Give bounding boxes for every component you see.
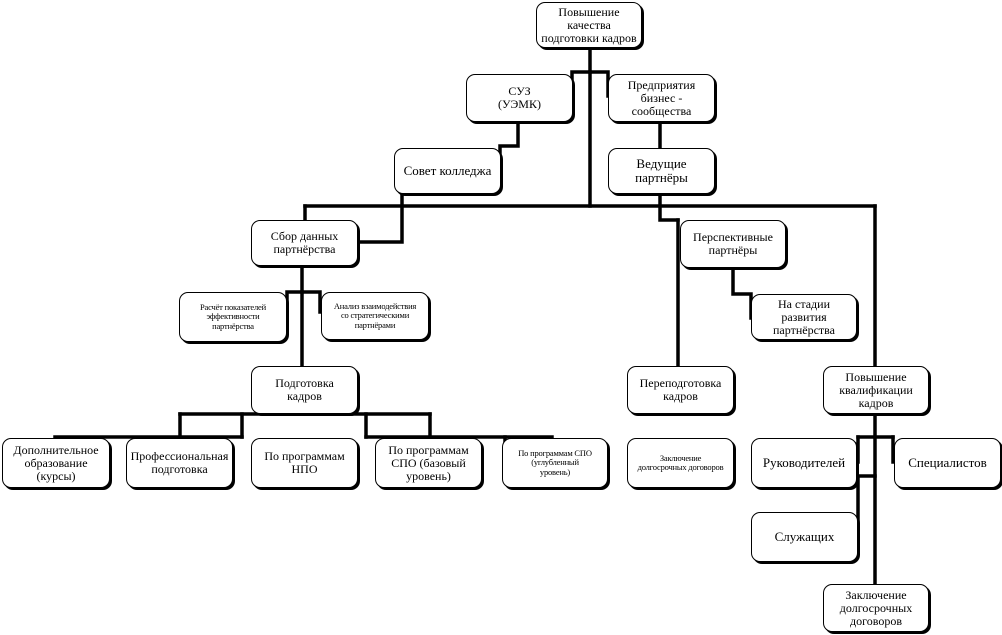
line-data-interaction — [300, 290, 322, 314]
line-data-efficiency — [285, 290, 304, 314]
council-node: Совет колледжа — [394, 148, 501, 194]
enterprises-node: Предприятия бизнес - сообщества — [608, 74, 715, 122]
leading-partners-node: Ведущие партнёры — [608, 148, 715, 194]
development-node: На стадии развития партнёрства — [751, 294, 857, 340]
efficiency-node: Расчёт показателей эффективности партнёр… — [179, 292, 287, 342]
employees-node: Служащих — [751, 512, 858, 562]
retraining-contracts-node: Заключение долгосрочных договоров — [627, 438, 734, 488]
qualification-node: Повышение квалификации кадров — [823, 366, 929, 414]
npo-programs-node: По программам НПО — [251, 438, 358, 488]
line-root-enterprises — [588, 70, 610, 98]
suz-node: СУЗ (УЭМК) — [466, 74, 573, 122]
additional-education-node: Дополнительное образование (курсы) — [2, 438, 110, 488]
professional-training-node: Профессиональная подготовка — [126, 438, 233, 488]
line-perspective-development — [731, 266, 753, 320]
line-suz-council — [498, 122, 520, 172]
line-root-suz — [570, 70, 592, 98]
training-node: Подготовка кадров — [251, 366, 358, 414]
specialists-node: Специалистов — [894, 438, 1001, 488]
perspective-partners-node: Перспективные партнёры — [680, 220, 786, 268]
data-collection-node: Сбор данных партнёрства — [251, 220, 358, 266]
line-leading-bar — [658, 192, 680, 222]
retraining-node: Переподготовка кадров — [627, 366, 734, 414]
root-node: Повышение качества подготовки кадров — [536, 2, 642, 48]
line-qual-employees — [856, 474, 877, 542]
interaction-node: Анализ взаимодействия со стратегическими… — [321, 292, 429, 340]
spo-advanced-node: По программам СПО (углубленный уровень) — [502, 438, 608, 488]
line-council-data — [356, 192, 404, 244]
qualification-contracts-node: Заключение долгосрочных договоров — [823, 584, 929, 632]
managers-node: Руководителей — [751, 438, 857, 488]
spo-basic-node: По программам СПО (базовый уровень) — [375, 438, 482, 488]
